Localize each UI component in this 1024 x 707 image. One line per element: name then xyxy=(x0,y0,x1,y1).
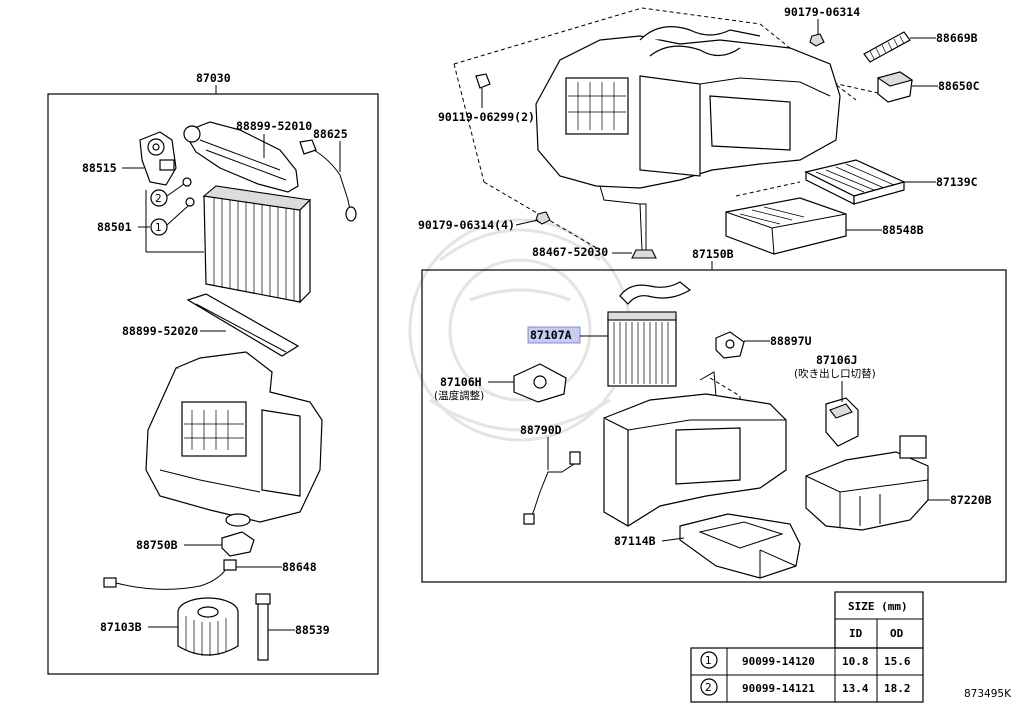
row-part-number[interactable]: 90099-14121 xyxy=(742,682,815,695)
group-label-87030[interactable]: 87030 xyxy=(196,71,231,85)
spring-88669B xyxy=(863,31,911,63)
base-87114B xyxy=(679,513,801,579)
row-od-value: 18.2 xyxy=(884,682,911,695)
upper-assembly xyxy=(453,7,901,251)
callout-88750B[interactable]: 88750B xyxy=(136,538,178,552)
callout-88790D[interactable]: 88790D xyxy=(520,423,562,437)
right-group-frame xyxy=(421,269,1007,583)
size-table-col-od: OD xyxy=(890,627,904,640)
group-label-87150B[interactable]: 87150B xyxy=(692,247,734,261)
harness-88790D xyxy=(523,451,581,525)
callout-87220B[interactable]: 87220B xyxy=(950,493,992,507)
callout-87139C[interactable]: 87139C xyxy=(936,175,978,189)
resistor-88750B xyxy=(221,531,255,557)
size-table-col-id: ID xyxy=(849,627,863,640)
blower-housing xyxy=(145,351,323,527)
callout-88625[interactable]: 88625 xyxy=(313,127,348,141)
callout-90179-06314-4[interactable]: 90179-06314(4) xyxy=(418,218,515,232)
right-group: 87150B 87107A 88897U xyxy=(421,247,1007,583)
row-id-value: 10.8 xyxy=(842,655,869,668)
servo-87106J xyxy=(825,397,859,447)
duct-87220B xyxy=(805,435,929,531)
callout-88899-52010[interactable]: 88899-52010 xyxy=(236,119,312,133)
drain-hose-88539 xyxy=(255,593,271,661)
callout-87106H-note: (温度調整) xyxy=(434,389,484,402)
diagram-code: 873495K xyxy=(964,688,1012,700)
size-table: SIZE (mm) ID OD 1 90099-14120 10.8 15.6 … xyxy=(690,591,924,703)
callout-87107A[interactable]: 87107A xyxy=(530,328,572,342)
bolt-90119-06299 xyxy=(475,73,491,89)
callout-87114B[interactable]: 87114B xyxy=(614,534,656,548)
screw-90179-06314-top xyxy=(809,33,825,47)
size-table-title: SIZE (mm) xyxy=(848,600,908,613)
seal-plate-88899-52020 xyxy=(186,293,300,357)
left-group-frame xyxy=(47,93,379,675)
row-od-value: 15.6 xyxy=(884,655,911,668)
table-row: 1 90099-14120 10.8 15.6 xyxy=(700,651,911,669)
case-88548B xyxy=(725,197,847,255)
table-row: 2 90099-14121 13.4 18.2 xyxy=(700,678,911,696)
wire-harness-88648 xyxy=(103,559,237,590)
filter-87139C xyxy=(804,159,906,205)
row-part-number[interactable]: 90099-14120 xyxy=(742,655,815,668)
sensor-88897U xyxy=(715,331,745,359)
callout-87103B[interactable]: 87103B xyxy=(100,620,142,634)
callout-88501[interactable]: 88501 xyxy=(97,220,132,234)
clamp-marker-1: 1 xyxy=(150,197,195,236)
blower-motor-87103B xyxy=(177,597,239,656)
callout-88899-52020[interactable]: 88899-52020 xyxy=(122,324,198,338)
callout-88650C[interactable]: 88650C xyxy=(938,79,980,93)
highlight-87107A xyxy=(527,326,581,344)
svg-text:2: 2 xyxy=(155,193,162,205)
callout-88467-52030[interactable]: 88467-52030 xyxy=(532,245,608,259)
callout-90119-06299[interactable]: 90119-06299(2) xyxy=(438,110,535,124)
clamp-marker-2: 2 xyxy=(150,177,192,207)
callout-88548B[interactable]: 88548B xyxy=(882,223,924,237)
manifold-88899-52010 xyxy=(183,121,299,193)
evaporator-core-88501 xyxy=(202,185,312,304)
callout-87106J[interactable]: 87106J xyxy=(816,353,858,367)
grommet-88467-52030 xyxy=(631,249,657,259)
callout-88897U[interactable]: 88897U xyxy=(770,334,812,348)
svg-text:1: 1 xyxy=(155,222,162,234)
left-group: 87030 88515 88899-52010 88625 xyxy=(47,71,379,675)
servo-87106H xyxy=(513,363,567,403)
heater-unit-housing xyxy=(603,371,787,527)
callout-88539[interactable]: 88539 xyxy=(295,623,330,637)
callout-90179-06314-top[interactable]: 90179-06314 xyxy=(784,5,860,19)
callout-87106J-note: (吹き出し口切替) xyxy=(794,367,876,380)
thermistor-88625 xyxy=(299,139,357,222)
heater-core-87107A xyxy=(607,281,692,387)
callout-88648[interactable]: 88648 xyxy=(282,560,317,574)
block-88650C xyxy=(876,71,914,103)
row-id-value: 13.4 xyxy=(842,682,869,695)
callout-88669B[interactable]: 88669B xyxy=(936,31,978,45)
row-mark: 2 xyxy=(705,682,712,694)
callout-88515[interactable]: 88515 xyxy=(82,161,117,175)
expansion-valve-88515 xyxy=(139,131,177,186)
callout-87106H[interactable]: 87106H xyxy=(440,375,482,389)
row-mark: 1 xyxy=(705,655,712,667)
screw-90179-06314-4 xyxy=(535,211,551,225)
